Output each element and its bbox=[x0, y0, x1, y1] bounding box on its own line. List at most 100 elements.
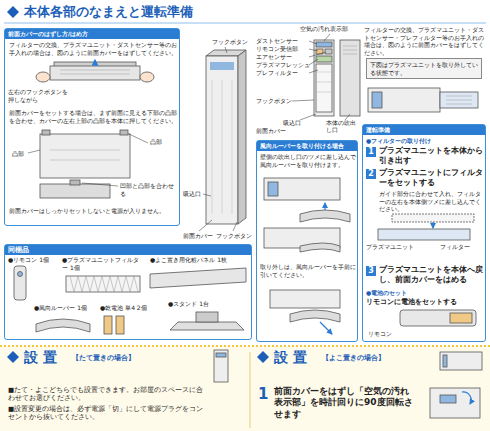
part-label: プレフィルター bbox=[256, 70, 298, 77]
part-label: 【たて置きの場合】 bbox=[72, 354, 135, 363]
part-label: 前面カバー bbox=[183, 232, 213, 240]
part-label: プラズマフレッシュ bbox=[256, 62, 310, 69]
lower-band bbox=[0, 345, 490, 347]
note-text: 前面カバーはしっかりセットしないと電源が入りません。 bbox=[9, 207, 177, 215]
purifier-open-view bbox=[316, 64, 332, 112]
setting-icons bbox=[216, 353, 226, 357]
note-text: 取り外しは、風向ルーバーを手前に引いてください。 bbox=[260, 263, 356, 278]
purifier-open-view bbox=[309, 70, 318, 73]
purifier-open-view bbox=[316, 72, 332, 73]
step-text: プラズマユニットを本体から引き出す bbox=[379, 146, 484, 166]
title-rule bbox=[7, 6, 19, 18]
louver-figures bbox=[320, 322, 332, 334]
cover-fitting-figure bbox=[40, 184, 110, 198]
part-label: リモコン受信部 bbox=[256, 46, 298, 53]
accessory-figures bbox=[196, 312, 218, 322]
accessory-figures bbox=[14, 266, 26, 300]
part-label: 本体の吹出し口 bbox=[326, 120, 356, 134]
purifier-front-view bbox=[232, 80, 233, 214]
part-label: ■たて・よこどちらでも設置できます。お部屋のスペースに合わせてお選びください。 bbox=[8, 386, 204, 402]
part-label: ●乾電池 単4 2個 bbox=[100, 304, 147, 312]
cover-fitting-figure bbox=[50, 160, 120, 161]
lower-band bbox=[250, 352, 251, 428]
step-text: プラズマユニットを本体へ戻し、前面カバーをはめる bbox=[379, 265, 484, 285]
part-label: ●よこ置き用化粧パネル 1枚 bbox=[150, 256, 227, 264]
part-label: ■設置変更の場合は、必ず電源「切」にして電源プラグをコンセントから抜いてください… bbox=[8, 405, 204, 421]
part-label: ●プラズマユニットフィルター 1個 bbox=[62, 256, 142, 271]
part-label: フィルターの交換、プラズマユニット・ダストセンサー・プレフィルター等のお手入れの… bbox=[364, 26, 486, 56]
purifier-open-view bbox=[340, 40, 360, 116]
purifier-open-view bbox=[316, 42, 332, 47]
purifier-open-view bbox=[309, 59, 318, 65]
purifier-front-view bbox=[203, 194, 211, 196]
panel-heading: 同梱品 bbox=[5, 245, 251, 255]
panel-heading: 前面カバーのはずし方/はめ方 bbox=[5, 29, 179, 39]
cover-removal-figure bbox=[60, 74, 130, 75]
setting-icons bbox=[214, 350, 228, 382]
part-label: リモコン bbox=[368, 330, 392, 338]
cover-removal-figure bbox=[50, 66, 140, 80]
step-number: 1 bbox=[366, 147, 376, 157]
accessory-figures bbox=[14, 266, 246, 334]
louver-panel: 風向ルーバーを取り付ける場合壁側の吹出し口のツメに差し込んで風向ルーバーを取り付… bbox=[256, 140, 358, 342]
louver-figures bbox=[270, 290, 340, 308]
purifier-open-view bbox=[343, 50, 357, 51]
louver-figures bbox=[300, 210, 350, 222]
part-label: 吸込口 bbox=[283, 120, 301, 127]
purifier-open-view bbox=[316, 92, 332, 93]
accessory-figures bbox=[104, 316, 112, 334]
accessory-figures bbox=[150, 268, 246, 288]
part-label: ダストセンサー bbox=[256, 38, 298, 45]
panel-heading: 運転準備 bbox=[363, 125, 485, 135]
filter-setting-figure bbox=[392, 214, 474, 222]
purifier-front-view bbox=[233, 222, 237, 231]
setting-icons bbox=[462, 392, 471, 404]
cover-fitting-figure bbox=[129, 134, 148, 143]
louver-figures bbox=[300, 243, 340, 252]
cover-fitting-figure bbox=[82, 183, 118, 186]
purifier-lying-view bbox=[372, 92, 382, 108]
part-label: 前面カバー bbox=[256, 128, 286, 135]
part-label: 左右のフックボタンを押しながら bbox=[8, 88, 72, 103]
title-rule bbox=[4, 23, 486, 24]
setting-icons bbox=[430, 388, 480, 418]
part-label: 【よこ置きの場合】 bbox=[322, 354, 385, 363]
purifier-front-view bbox=[238, 50, 246, 224]
purifier-open-view bbox=[314, 40, 334, 116]
part-label: プラズマユニット bbox=[366, 243, 414, 251]
instruction-panel: 前面カバーのはずし方/はめ方フィルターの交換、プラズマユニット・ダストセンサー等… bbox=[4, 28, 180, 226]
purifier-front-view bbox=[210, 62, 234, 70]
step-number: 3 bbox=[366, 266, 376, 276]
cover-removal-figure bbox=[36, 60, 154, 82]
purifier-front-view bbox=[206, 56, 238, 224]
lower-band bbox=[0, 346, 490, 431]
panel-heading: 風向ルーバーを取り付ける場合 bbox=[257, 141, 357, 151]
setting-icons bbox=[440, 395, 456, 403]
note-text: 下図はプラズマユニットを取り外している状態です。 bbox=[370, 61, 480, 76]
purifier-open-view bbox=[343, 46, 357, 47]
step-text: プラズマユニットにフィルターをセットする bbox=[379, 168, 484, 188]
purifier-open-view bbox=[309, 41, 317, 44]
part-label: 前面カバーをはずし「空気の汚れ表示部」を時計回りに90度回転させます bbox=[274, 386, 414, 420]
purifier-open-view bbox=[292, 34, 360, 120]
part-label: ●スタンド 1台 bbox=[168, 300, 209, 308]
purifier-front-view bbox=[199, 220, 212, 231]
step-text: リモコンに電池をセットする bbox=[366, 298, 484, 307]
note-text: 前面カバーをセットする場合は、まず前面に見える下部の凸部を合わせ、カバーの左右上… bbox=[9, 109, 177, 124]
accessory-figures bbox=[70, 276, 138, 292]
filter-setting-figure bbox=[450, 313, 472, 323]
part-label: フックボタン bbox=[212, 38, 248, 46]
purifier-front-view bbox=[225, 47, 227, 53]
purifier-lying-view bbox=[368, 88, 440, 112]
filter-setting-figure bbox=[400, 310, 476, 326]
purifier-lying-view bbox=[368, 88, 478, 112]
purifier-open-view bbox=[343, 54, 357, 55]
filter-setting-figure bbox=[378, 229, 470, 240]
cover-removal-figure bbox=[36, 72, 50, 82]
louver-figures bbox=[264, 178, 350, 334]
part-label: 凸部 bbox=[150, 138, 162, 146]
part-label: フックボタン bbox=[216, 232, 252, 240]
louver-figures bbox=[264, 178, 340, 200]
cover-fitting-figure bbox=[50, 150, 120, 151]
